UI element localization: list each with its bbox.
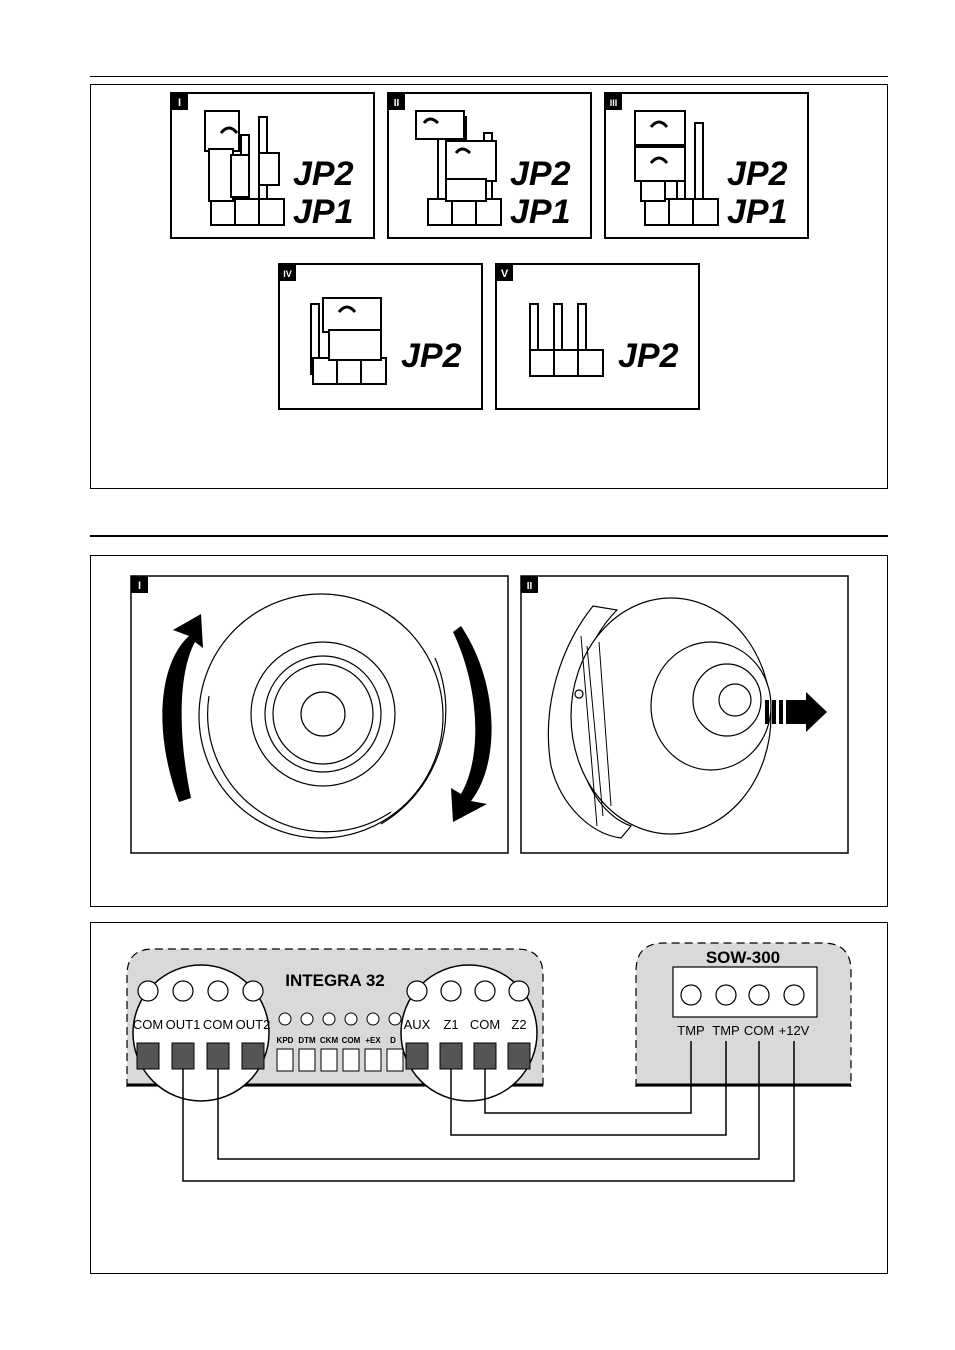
terminal-label: DTM	[298, 1036, 316, 1045]
mount-panel-1: I	[130, 575, 509, 854]
terminal-label: COM	[342, 1036, 361, 1045]
terminal-label: COM	[744, 1023, 774, 1038]
terminal-label: CKM	[320, 1036, 339, 1045]
mid-screws	[278, 1012, 402, 1026]
jumper-label: JP1	[293, 193, 354, 231]
jumper-label: JP1	[510, 193, 571, 231]
control-panel-name: INTEGRA 32	[285, 971, 385, 990]
terminal-label: COM	[133, 1017, 163, 1032]
panel-roman: II	[394, 98, 400, 109]
panel-roman: IV	[283, 269, 292, 279]
wires	[182, 1041, 795, 1182]
panel-roman: II	[527, 581, 533, 592]
right-terminal-zoom: AUX Z1 COM Z2	[400, 964, 538, 1102]
terminal-label: OUT1	[166, 1017, 201, 1032]
section-rule	[90, 535, 888, 537]
jumper-panel-2: II JP2 JP1	[387, 92, 592, 239]
terminal-label: TMP	[677, 1023, 704, 1038]
rotate-ccw-arrow	[162, 614, 203, 802]
top-rule	[90, 76, 888, 77]
jumper-panel-5: V JP2	[495, 263, 700, 410]
terminal-label: KPD	[277, 1036, 294, 1045]
terminal-label: +EX	[365, 1036, 381, 1045]
jumper-panel-1: I JP2 JP1	[170, 92, 375, 239]
terminal-label: Z2	[511, 1017, 526, 1032]
panel-roman: V	[501, 268, 509, 280]
jumper-label: JP2	[618, 337, 679, 375]
terminal-label: Z1	[443, 1017, 458, 1032]
jumper-label: JP1	[727, 193, 788, 231]
terminal-label: COM	[470, 1017, 500, 1032]
figure-jumper-settings: I JP2 JP1 II JP2 JP1	[90, 84, 888, 489]
jumper-label: JP2	[401, 337, 462, 375]
jumper-panel-3: III JP2 JP1	[604, 92, 809, 239]
panel-roman: I	[138, 580, 141, 592]
left-terminal-zoom: COM OUT1 COM OUT2	[132, 964, 271, 1102]
panel-roman: III	[610, 98, 618, 108]
terminal-label: D	[390, 1036, 396, 1045]
figure-mounting: I II	[90, 555, 888, 907]
figure-wiring: INTEGRA 32 KPD DTM CKM COM +EX D COM O	[90, 922, 888, 1274]
mount-panel-2: II	[520, 575, 849, 854]
jumper-label: JP2	[293, 155, 354, 193]
terminal-label: OUT2	[236, 1017, 271, 1032]
jumper-label: JP2	[510, 155, 571, 193]
terminal-label: +12V	[779, 1023, 810, 1038]
terminal-label: TMP	[712, 1023, 739, 1038]
terminal-label: AUX	[404, 1017, 431, 1032]
jumper-label: JP2	[727, 155, 788, 193]
siren-name: SOW-300	[706, 948, 780, 967]
rotate-cw-arrow	[451, 626, 492, 822]
jumper-panel-4: IV JP2	[278, 263, 483, 410]
pull-arrow	[765, 692, 827, 732]
panel-roman: I	[178, 97, 181, 109]
terminal-label: COM	[203, 1017, 233, 1032]
